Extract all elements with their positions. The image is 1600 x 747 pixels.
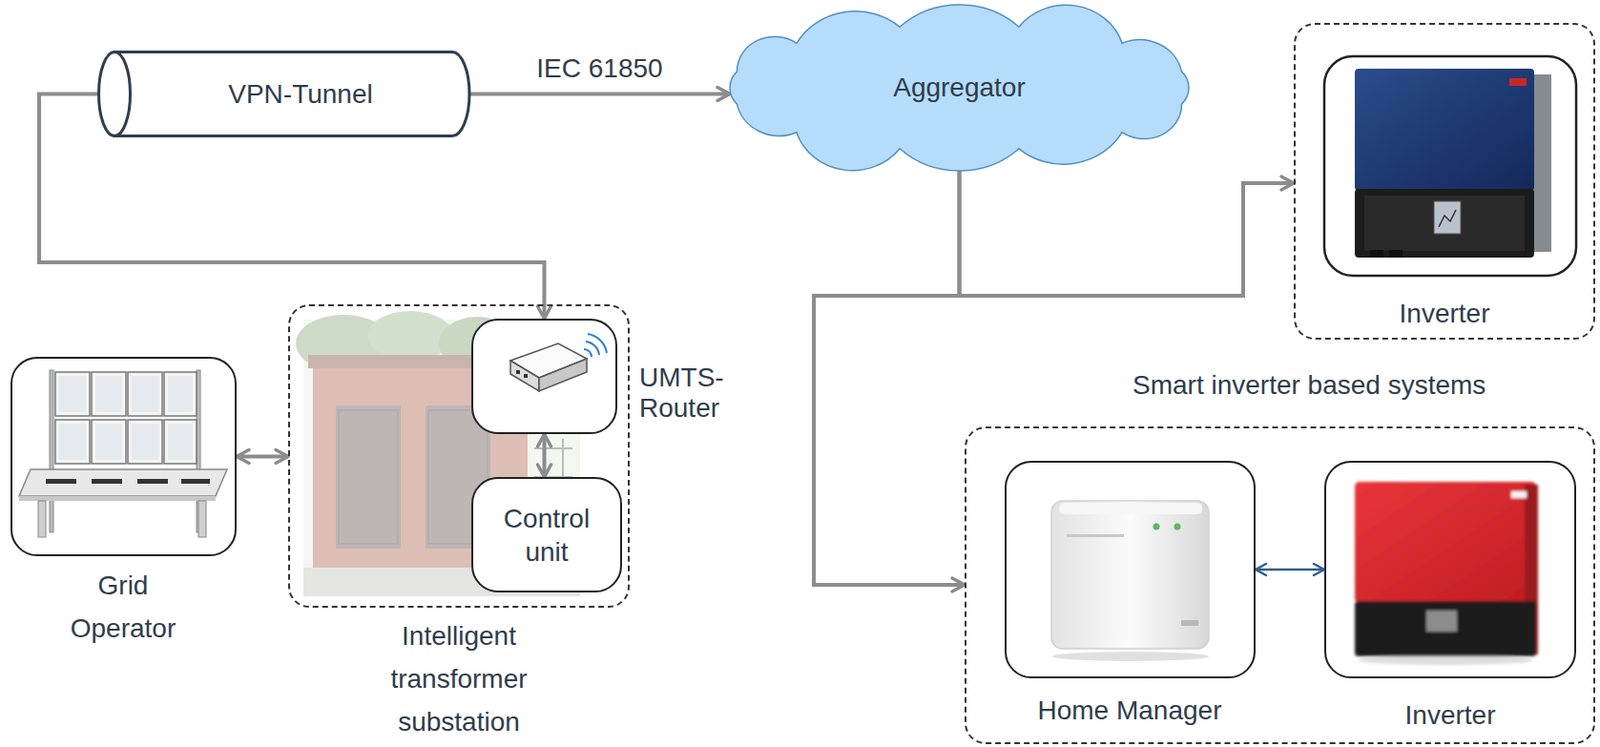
control-desk-icon: [95, 423, 123, 460]
router-icon: [523, 374, 528, 378]
control-desk-icon: [167, 423, 193, 460]
node-label: Grid Operator: [46, 564, 200, 651]
control-desk-icon: [55, 419, 90, 464]
control-desk-icon: [137, 478, 168, 484]
router-icon: [583, 349, 592, 357]
control-desk-icon: [59, 375, 86, 413]
inverter-picture: [1389, 249, 1403, 258]
inverter-picture: [1364, 195, 1525, 251]
home-manager-box: Home Manager: [1004, 460, 1256, 679]
inverter-group: Inverter: [1293, 22, 1596, 340]
control-desk-icon: [55, 372, 197, 464]
node-label: UMTS- Router: [639, 362, 739, 424]
home-manager-picture: [1051, 500, 1209, 662]
node-label: VPN-Tunnel: [228, 78, 373, 111]
control-desk-icon: [59, 375, 193, 460]
node-label: Control unit: [484, 501, 609, 569]
control-desk-icon: [19, 496, 216, 501]
control-desk-icon: [49, 370, 54, 533]
red-inverter-picture: [1511, 491, 1527, 499]
control-desk-icon: [127, 372, 163, 416]
control-desk-icon: [167, 375, 193, 413]
connector: [813, 170, 965, 585]
inverter-picture: [1438, 209, 1456, 228]
connector: [469, 92, 730, 97]
inverter-picture: [1354, 68, 1535, 191]
control-desk-icon: [91, 478, 123, 484]
red-inverter-picture: [1354, 481, 1538, 665]
grid-operator-box: Grid Operator: [10, 356, 237, 557]
red-inverter-picture: [1354, 601, 1537, 657]
node-label: Aggregator: [893, 71, 1026, 104]
substation-photo: [338, 410, 398, 544]
connector: [1255, 568, 1325, 572]
router-icon: [585, 341, 600, 355]
control-desk-icon: [55, 372, 90, 416]
control-desk-icon: [198, 500, 207, 538]
router-icon: [472, 319, 617, 434]
aggregator-cloud: Aggregator: [729, 4, 1189, 171]
node-label: Inverter: [1326, 699, 1575, 732]
connector: [236, 455, 289, 459]
router-icon: [539, 358, 587, 392]
cylinder-body: [114, 52, 470, 137]
control-desk-icon: [164, 419, 197, 464]
inverter-picture: [1509, 78, 1527, 86]
smart-inverter-group: Smart inverter based systemsHome Manager…: [964, 426, 1596, 745]
control-desk-icon: [91, 372, 126, 416]
control-desk-icon: [127, 419, 163, 464]
substation-photo: [335, 405, 401, 549]
vpn-tunnel: VPN-Tunnel: [97, 50, 470, 138]
control-desk-icon: [131, 423, 159, 460]
router-icon: [510, 360, 540, 392]
inverter-box: Inverter: [1324, 460, 1577, 679]
control-desk-icon: [19, 469, 228, 497]
control-desk-icon: [95, 375, 123, 413]
home-manager-picture: [1153, 523, 1161, 531]
home-manager-picture: [1059, 502, 1203, 515]
router-icon: [516, 370, 520, 375]
control-desk-icon: [91, 419, 126, 464]
node-label: Intelligent transformer substation: [363, 615, 555, 744]
control-desk-icon: [19, 370, 228, 538]
substation-photo: [367, 311, 454, 361]
control-unit-box: Control unit: [471, 477, 623, 593]
node-label: Smart inverter based systems: [1132, 369, 1581, 402]
control-desk-icon: [45, 478, 77, 484]
substation-group: Intelligent transformer substationUMTS- …: [288, 304, 630, 608]
home-manager-picture: [1066, 534, 1124, 538]
connector: [959, 170, 1295, 296]
control-desk-icon: [59, 423, 86, 460]
home-manager-picture: [1174, 523, 1182, 531]
red-inverter-picture: [1354, 481, 1537, 603]
router-icon: [587, 333, 607, 354]
control-desk-icon: [38, 500, 46, 538]
inverter-picture: [1433, 201, 1461, 234]
inverter-picture: [1324, 56, 1577, 276]
router-icon: [472, 319, 617, 434]
node-label: Home Manager: [986, 694, 1273, 728]
home-manager-picture: [1052, 651, 1209, 662]
red-inverter-picture: [1426, 610, 1457, 632]
connector: [542, 434, 547, 478]
control-desk-icon: [164, 372, 197, 416]
red-inverter-picture: [1357, 655, 1534, 665]
cloud-shape: [729, 4, 1189, 171]
control-desk-icon: [181, 478, 210, 484]
inverter-picture: [1324, 56, 1577, 276]
control-desk-icon: [45, 478, 210, 484]
home-manager-picture: [1051, 500, 1209, 649]
home-manager-picture: [1181, 620, 1199, 626]
router-box: UMTS- Router: [471, 318, 618, 435]
inverter-picture: [1354, 188, 1535, 258]
control-desk-icon: [131, 375, 159, 413]
node-label: Inverter: [1295, 297, 1594, 331]
edge-label: IEC 61850: [533, 52, 665, 85]
cylinder-cap: [99, 52, 131, 137]
inverter-picture: [1370, 249, 1384, 258]
